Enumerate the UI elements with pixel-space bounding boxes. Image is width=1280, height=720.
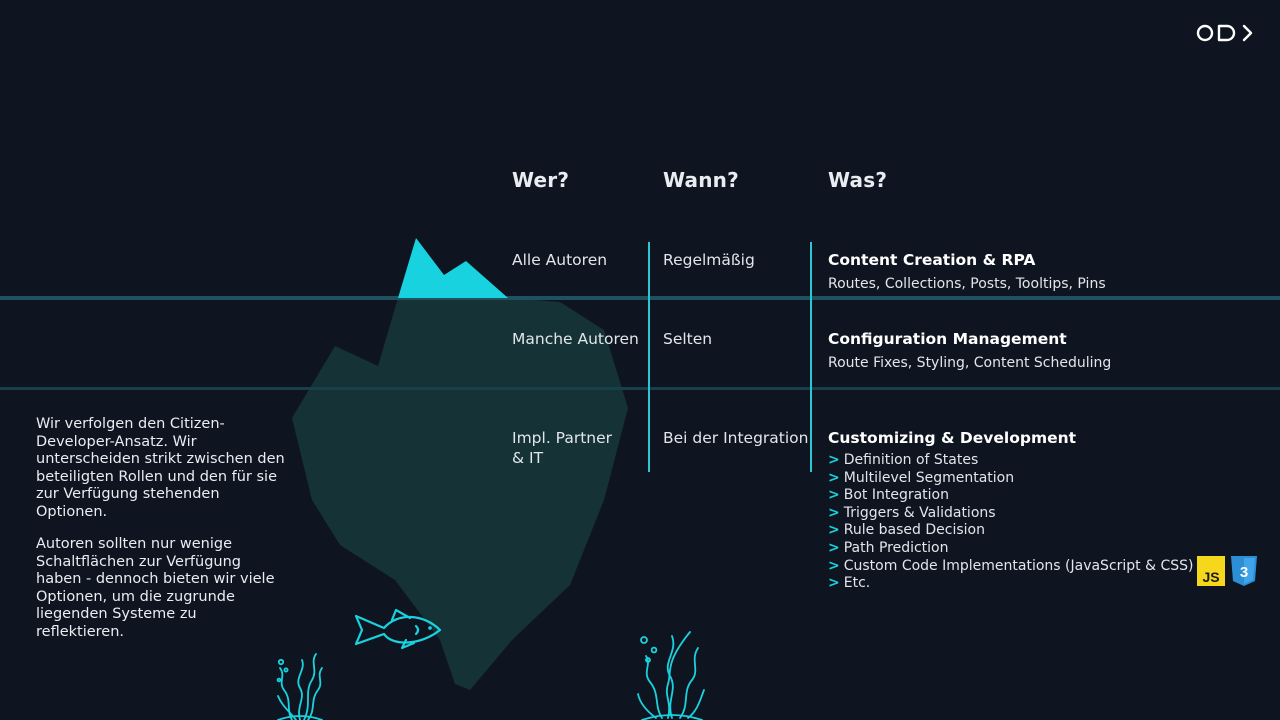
chevron-right-icon: > [828, 539, 840, 556]
list-item: >Multilevel Segmentation [828, 469, 1015, 486]
row-3-was: Customizing & Development >Definition of… [828, 428, 1248, 593]
fish-icon [354, 608, 442, 650]
row-1-wer: Alle Autoren [512, 251, 608, 269]
row-2-wann: Selten [663, 330, 713, 348]
chevron-right-icon: > [828, 452, 840, 468]
row-1-was: Content Creation & RPA Routes, Collectio… [828, 250, 1248, 294]
svg-text:3: 3 [1240, 564, 1248, 581]
svg-text:JS: JS [1202, 569, 1219, 585]
row-2-wer: Manche Autoren [512, 330, 639, 348]
odp-logo-icon [1196, 24, 1253, 42]
column-divider [648, 242, 650, 472]
description-paragraph-1: Wir verfolgen den Citizen-Developer-Ansa… [36, 416, 285, 520]
list-item: >Definition of States [828, 452, 979, 468]
chevron-right-icon: > [828, 469, 840, 486]
row-3-wann: Bei der Integration [663, 429, 809, 447]
row-1-was-subtitle: Routes, Collections, Posts, Tooltips, Pi… [828, 276, 1106, 292]
chevron-right-icon: > [828, 504, 840, 521]
css3-icon: 3 [1231, 556, 1257, 586]
list-item: >Path Prediction [828, 539, 949, 556]
iceberg-tip [398, 238, 508, 298]
header-was: Was? [828, 168, 888, 192]
list-item: >Etc. [828, 575, 871, 592]
water-line-bottom [0, 387, 1280, 390]
row-2-was-subtitle: Route Fixes, Styling, Content Scheduling [828, 355, 1112, 371]
row-3-was-title: Customizing & Development [828, 429, 1077, 447]
row-2-was: Configuration Management Route Fixes, St… [828, 329, 1248, 373]
seaweed-icon [276, 653, 323, 720]
row-2-was-title: Configuration Management [828, 330, 1067, 348]
list-item: >Triggers & Validations [828, 504, 996, 521]
list-item: >Bot Integration [828, 487, 949, 504]
water-line-top [0, 296, 1280, 300]
row-1-was-title: Content Creation & RPA [828, 251, 1036, 269]
row-1-wann: Regelmäßig [663, 251, 755, 269]
chevron-right-icon: > [828, 557, 840, 574]
description-text: Wir verfolgen den Citizen-Developer-Ansa… [36, 416, 286, 656]
list-item: >Rule based Decision [828, 522, 985, 539]
javascript-icon: JS [1197, 556, 1225, 586]
chevron-right-icon: > [828, 522, 840, 539]
header-wann: Wann? [663, 168, 739, 192]
feature-list: >Definition of States >Multilevel Segmen… [828, 452, 1248, 593]
iceberg-underwater [292, 298, 628, 690]
header-wer: Wer? [512, 168, 570, 192]
seaweed-icon [637, 631, 705, 720]
list-item: >Custom Code Implementations (JavaScript… [828, 557, 1194, 574]
description-paragraph-2: Autoren sollten nur wenige Schaltflächen… [36, 536, 275, 640]
chevron-right-icon: > [828, 487, 840, 504]
column-divider [810, 242, 812, 472]
row-3-wer: Impl. Partner & IT [512, 429, 613, 467]
chevron-right-icon: > [828, 575, 840, 592]
